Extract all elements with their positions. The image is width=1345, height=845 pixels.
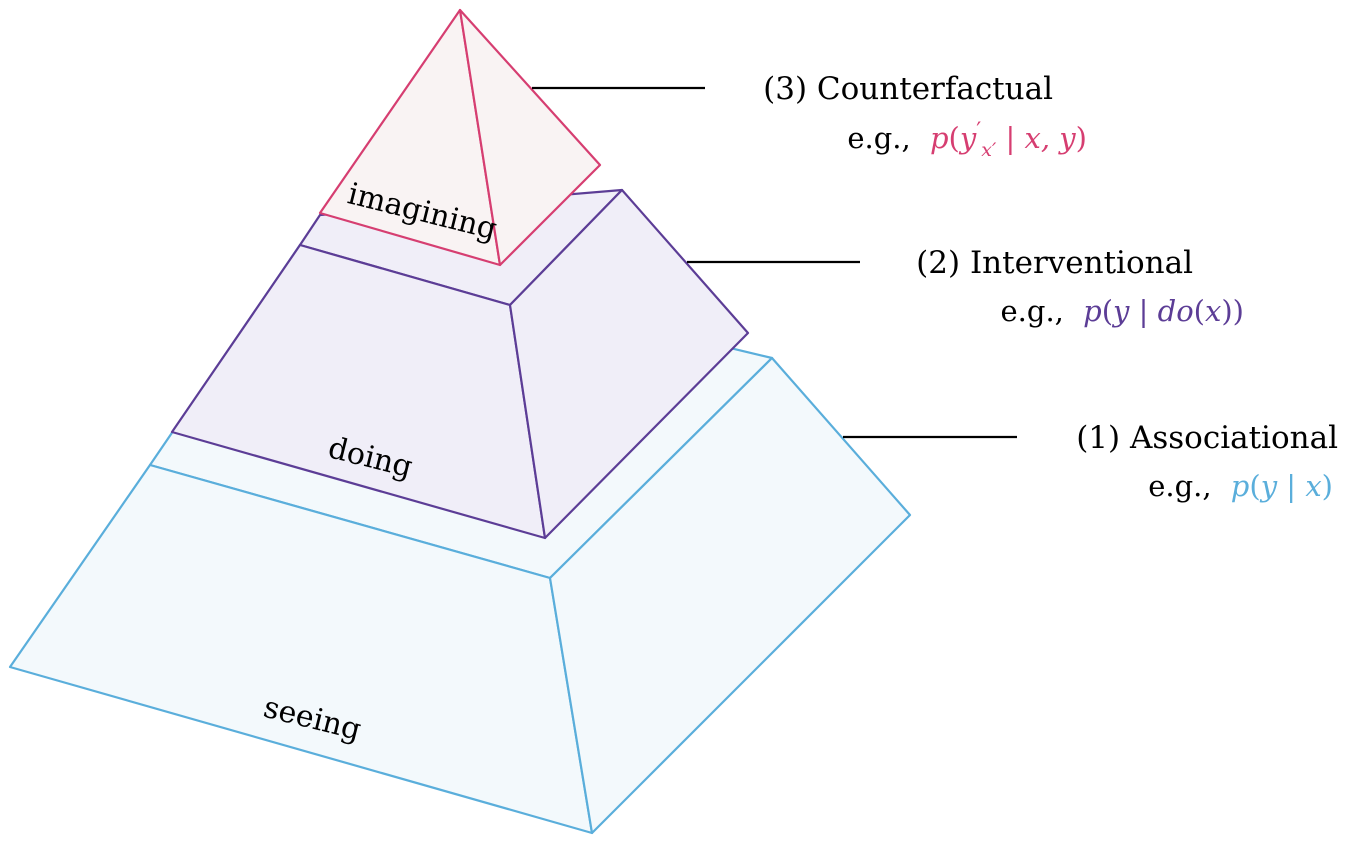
interventional-example: e.g., p(y | do(x)) (1001, 294, 1244, 328)
doing-side-face (508, 188, 750, 540)
associational-formula: p(y | x) (1231, 469, 1333, 503)
counterfactual-title: (3) Counterfactual (763, 71, 1053, 107)
imagining-side-face (458, 8, 602, 267)
interventional-eg-prefix: e.g., (1001, 294, 1064, 328)
interventional-formula: p(y | do(x)) (1083, 294, 1244, 328)
associational-eg-prefix: e.g., (1148, 469, 1211, 503)
counterfactual-example: e.g., p(y′x′ | x, y) (847, 119, 1087, 161)
associational-example: e.g., p(y | x) (1148, 469, 1333, 503)
associational-title: (1) Associational (1076, 420, 1338, 456)
level-counterfactual-pyramid (318, 8, 602, 267)
seeing-side-face (548, 356, 912, 835)
level-interventional-frustum (170, 188, 750, 540)
counterfactual-formula: p(y′x′ | x, y) (930, 119, 1087, 161)
counterfactual-eg-prefix: e.g., (847, 121, 910, 155)
interventional-title: (2) Interventional (916, 245, 1193, 281)
